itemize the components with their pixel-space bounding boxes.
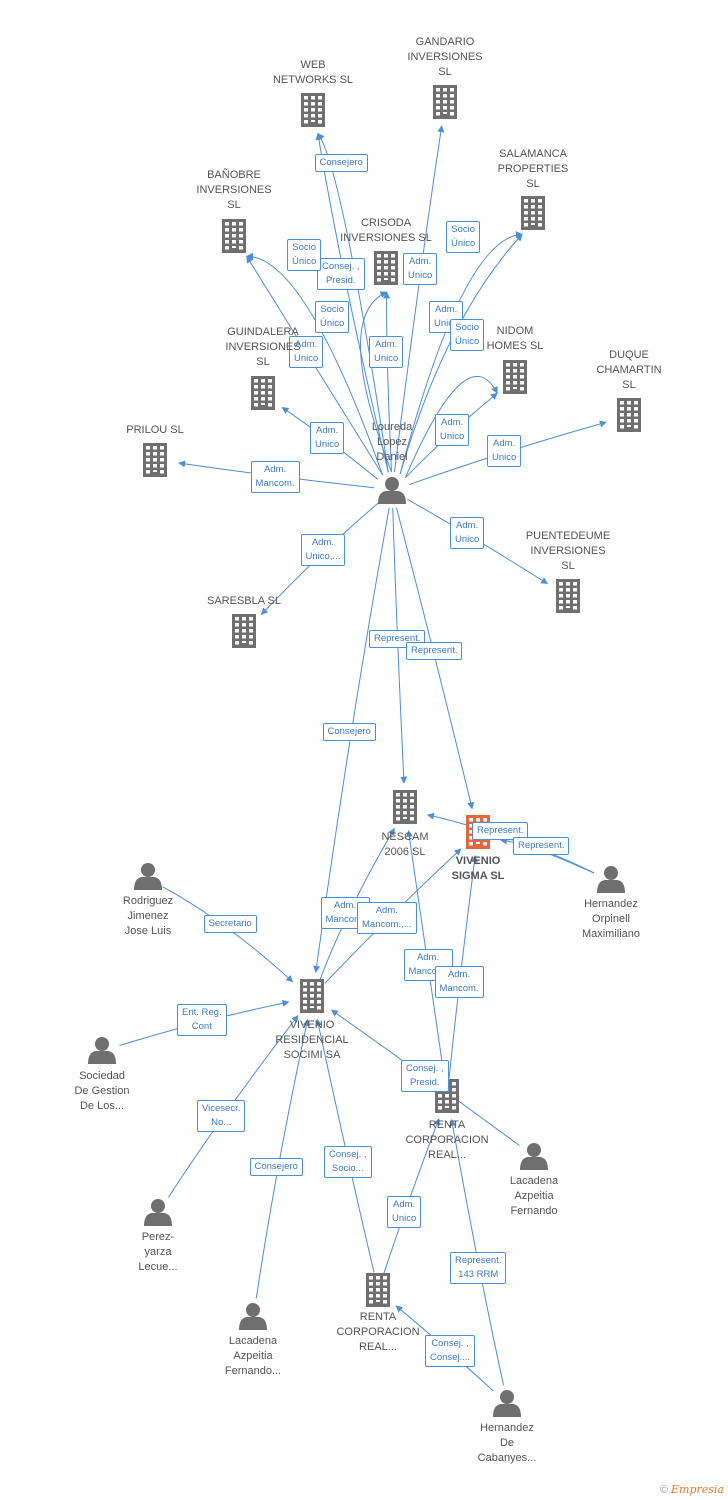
building-icon[interactable] (222, 219, 246, 253)
copyright-symbol: © (659, 1484, 668, 1496)
edge-loureda-nidom (404, 375, 498, 479)
edge-label[interactable]: Consej. , Socio... (324, 1146, 372, 1178)
node-label-prilou[interactable]: PRILOU SL (126, 424, 184, 436)
edge-label[interactable]: Adm. Mancom. (250, 461, 300, 493)
edge-label[interactable]: Consej. , Presid. (401, 1060, 449, 1092)
building-icon[interactable] (521, 196, 545, 230)
node-label-nidom[interactable]: NIDOM HOMES SL (486, 325, 544, 352)
node-label-gandario[interactable]: GANDARIO INVERSIONES SL (407, 36, 483, 78)
edge-label[interactable]: Consejero (249, 1158, 303, 1176)
edge-label[interactable]: Vicesecr. No... (197, 1100, 246, 1132)
node-label-banobre[interactable]: BAÑOBRE INVERSIONES SL (196, 169, 272, 211)
building-icon[interactable] (251, 376, 275, 410)
edge-label[interactable]: Consejero (314, 154, 368, 172)
building-icon[interactable] (374, 251, 398, 285)
person-icon[interactable] (239, 1303, 267, 1330)
node-label-nescam[interactable]: NESCAM 2006 SL (381, 831, 429, 858)
building-icon[interactable] (232, 614, 256, 648)
edge-label[interactable]: Adm. Unico,... (300, 534, 346, 566)
edge-label[interactable]: Socio Único (315, 301, 350, 333)
building-icon[interactable] (366, 1273, 390, 1307)
edge-label[interactable]: Adm. Unico (289, 336, 324, 368)
edge-label[interactable]: Consejero (322, 723, 376, 741)
edge-label[interactable]: Represent. (472, 822, 529, 840)
person-icon[interactable] (134, 863, 162, 890)
edge-label[interactable]: Ent. Reg. Cont (177, 1004, 227, 1036)
person-icon[interactable] (520, 1143, 548, 1170)
node-label-sociedad[interactable]: Sociedad De Gestion De Los... (74, 1070, 130, 1112)
node-label-lacadena1[interactable]: Lacadena Azpeitia Fernando (509, 1175, 559, 1217)
footer-credit: © Empresia (660, 1483, 724, 1496)
building-icon[interactable] (301, 93, 325, 127)
edge-label[interactable]: Adm. Unico (450, 517, 485, 549)
node-label-puentedeume[interactable]: PUENTEDEUME INVERSIONES SL (525, 530, 611, 572)
edge-loureda-crisoda (360, 291, 392, 473)
node-label-renta2[interactable]: RENTA CORPORACION REAL... (336, 1311, 420, 1353)
node-label-perez[interactable]: Perez- yarza Lecue... (138, 1231, 178, 1273)
edge-label[interactable]: Consej. , Consej.... (425, 1335, 476, 1367)
building-icon[interactable] (503, 360, 527, 394)
edge-label[interactable]: Adm. Unico (369, 336, 404, 368)
node-label-renta1[interactable]: RENTA CORPORACION REAL... (405, 1119, 489, 1161)
edge-label[interactable]: Represent. 143 RRM (450, 1252, 507, 1284)
node-label-crisoda[interactable]: CRISODA INVERSIONES SL (340, 217, 432, 244)
node-label-saresbla[interactable]: SARESBLA SL (207, 595, 281, 607)
person-icon[interactable] (88, 1037, 116, 1064)
edge-label[interactable]: Consej. , Presid. (317, 258, 365, 290)
node-label-loureda[interactable]: Loureda Lopez Daniel (371, 421, 413, 463)
building-icon[interactable] (617, 398, 641, 432)
edge-label[interactable]: Adm. Unico (435, 414, 470, 446)
edge-label[interactable]: Adm. Unico (310, 422, 345, 454)
edge-loureda-web (317, 132, 389, 473)
edge-label[interactable]: Adm. Unico (387, 1196, 422, 1228)
edge-label[interactable]: Secretario (203, 915, 257, 933)
edge-label[interactable]: Socio Único (446, 221, 481, 253)
node-label-rodriguez[interactable]: Rodriguez Jimenez Jose Luis (122, 895, 174, 937)
edge-label[interactable]: Represent. (406, 642, 463, 660)
edge-label[interactable]: Adm. Unico (487, 435, 522, 467)
building-icon[interactable] (556, 579, 580, 613)
person-icon[interactable] (144, 1199, 172, 1226)
edge-label[interactable]: Adm. Unico (403, 253, 438, 285)
node-label-vivenio_res[interactable]: VIVENIO RESIDENCIAL SOCIMI SA (275, 1019, 349, 1061)
node-label-lacadena2[interactable]: Lacadena Azpeitia Fernando... (224, 1335, 282, 1377)
edge-label[interactable]: Socio Único (287, 239, 322, 271)
edge-label[interactable]: Represent. (513, 837, 570, 855)
building-icon[interactable] (143, 443, 167, 477)
building-icon[interactable] (393, 790, 417, 824)
node-label-hernandez_c[interactable]: Hernandez De Cabanyes... (477, 1422, 537, 1464)
person-icon[interactable] (597, 866, 625, 893)
node-label-salamanca[interactable]: SALAMANCA PROPERTIES SL (497, 148, 569, 190)
person-icon[interactable] (493, 1390, 521, 1417)
node-label-hernandez_o[interactable]: Hernandez Orpinell Maximiliano (581, 898, 641, 940)
edge-label[interactable]: Adm. Mancom.,... (357, 902, 417, 934)
edge-loureda-salamanca (399, 231, 523, 475)
node-label-web[interactable]: WEB NETWORKS SL (272, 59, 354, 86)
edge-label[interactable]: Socio Único (450, 319, 485, 351)
node-label-guindalera[interactable]: GUINDALERA INVERSIONES SL (225, 326, 301, 368)
brand-logo[interactable]: Empresia (671, 1483, 724, 1496)
node-label-vivenio_sigma[interactable]: VIVENIO SIGMA SL (451, 855, 505, 882)
building-icon[interactable] (433, 85, 457, 119)
edge-label[interactable]: Adm. Mancom. (434, 966, 484, 998)
person-icon[interactable] (378, 477, 406, 504)
node-label-duque[interactable]: DUQUE CHAMARTIN SL (596, 349, 662, 391)
edge-loureda-banobre (245, 252, 383, 475)
building-icon[interactable] (300, 979, 324, 1013)
